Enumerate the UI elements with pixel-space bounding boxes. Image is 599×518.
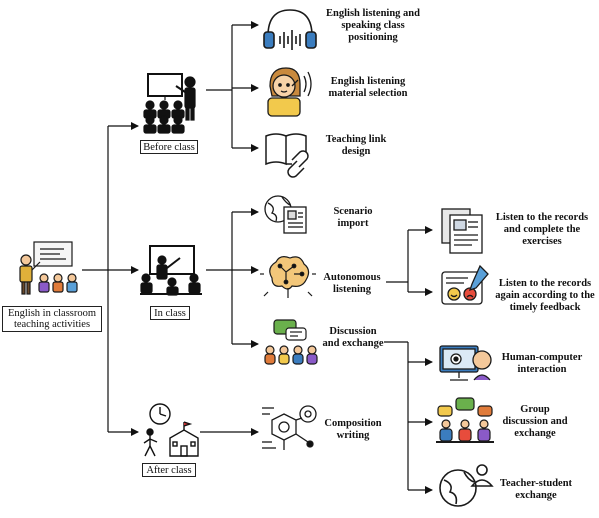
label-material-selection: English listening material selection xyxy=(328,76,408,99)
label-composition-writing: Composition writing xyxy=(324,418,382,441)
label-listen-again: Listen to the records again according to… xyxy=(495,278,595,313)
label-discussion-exchange: Discussion and exchange xyxy=(322,326,384,349)
listening-student-icon xyxy=(267,67,312,117)
stage-before-class: Before class xyxy=(140,140,198,154)
label-human-computer: Human-computer interaction xyxy=(501,352,583,375)
label-teacher-student: Teacher-student exchange xyxy=(499,478,573,501)
label-listen-records: Listen to the records and complete the e… xyxy=(495,212,589,247)
globe-person-icon xyxy=(439,464,494,507)
book-link-icon xyxy=(265,133,309,178)
label-scenario-import: Scenario import xyxy=(333,206,373,229)
label-autonomous-listening: Autonomous listening xyxy=(323,272,381,295)
feedback-faces-icon xyxy=(441,264,489,305)
group-chat-icon xyxy=(264,319,318,365)
root-box: English in classroom teaching activities xyxy=(2,306,102,332)
teacher-whiteboard-icon xyxy=(140,245,202,296)
label-link-design: Teaching link design xyxy=(325,134,387,157)
connectors xyxy=(82,21,433,494)
headphones-sound-icon xyxy=(263,9,317,50)
stage-in-class: In class xyxy=(150,306,190,320)
computer-gear-icon xyxy=(439,345,492,381)
label-positioning: English listening and speaking class pos… xyxy=(326,8,420,43)
documents-icon xyxy=(441,208,483,254)
lecture-presentation-icon xyxy=(143,73,196,134)
network-writing-icon xyxy=(262,405,317,450)
clock-school-icon xyxy=(143,403,199,457)
globe-document-icon xyxy=(264,195,307,234)
team-discussion-icon xyxy=(436,397,494,443)
teacher-classroom-icon xyxy=(19,241,78,295)
stage-after-class: After class xyxy=(142,463,196,477)
label-group-discussion: Group discussion and exchange xyxy=(502,404,568,439)
brain-circuit-icon xyxy=(260,256,316,298)
